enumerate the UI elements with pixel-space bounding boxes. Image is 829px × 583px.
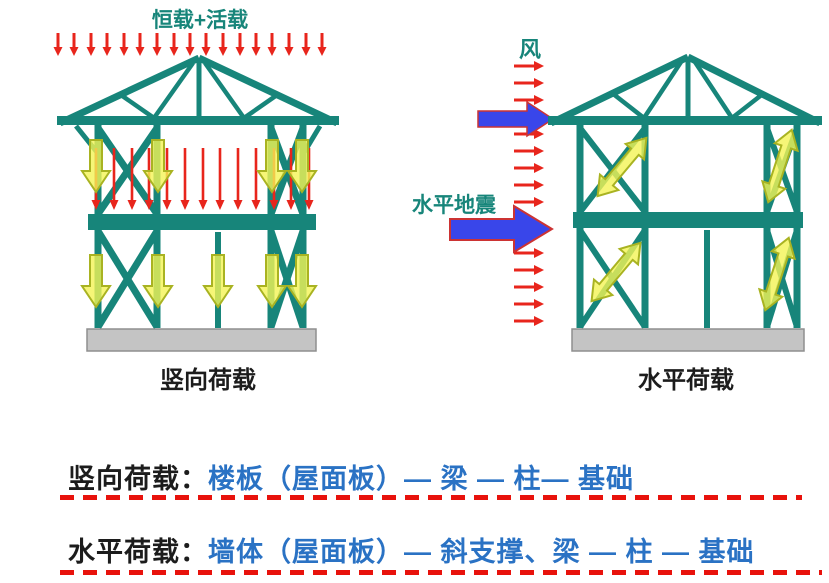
right-caption: 水平荷载 [638,367,734,394]
left-caption: 竖向荷载 [160,366,256,394]
earthquake-label: 水平地震 [412,193,497,217]
horizontal-load-path-text: 墙体（屋面板）— 斜支撑、梁 — 柱 — 基础 [208,537,755,567]
vertical-load-path-label: 竖向荷载： [68,464,208,494]
vertical-load-path-line: 竖向荷载：楼板（屋面板）— 梁 — 柱— 基础 [68,457,634,496]
wind-force-arrow [477,100,555,138]
dashed-divider-1 [60,495,802,500]
top-load-arrows [52,31,328,58]
load-diagrams: 恒载+活载 [52,8,822,394]
left-floor-beam [88,214,316,230]
left-foundation [86,328,317,352]
wind-label: 风 [519,37,541,62]
dead-live-load-label: 恒载+活载 [152,8,248,32]
horizontal-load-path-label: 水平荷载： [68,537,208,567]
wind-load-arrows [512,59,546,328]
right-roof-truss [548,53,822,127]
left-lower-braces [95,229,307,329]
earthquake-force-arrow [449,204,554,254]
left-roof-truss [57,54,339,158]
right-foundation [571,328,805,352]
vertical-load-path-text: 楼板（屋面板）— 梁 — 柱— 基础 [208,464,635,494]
right-floor-beam [573,212,803,228]
horizontal-load-path-line: 水平荷载：墙体（屋面板）— 斜支撑、梁 — 柱 — 基础 [68,530,755,569]
dashed-divider-2 [60,570,822,575]
